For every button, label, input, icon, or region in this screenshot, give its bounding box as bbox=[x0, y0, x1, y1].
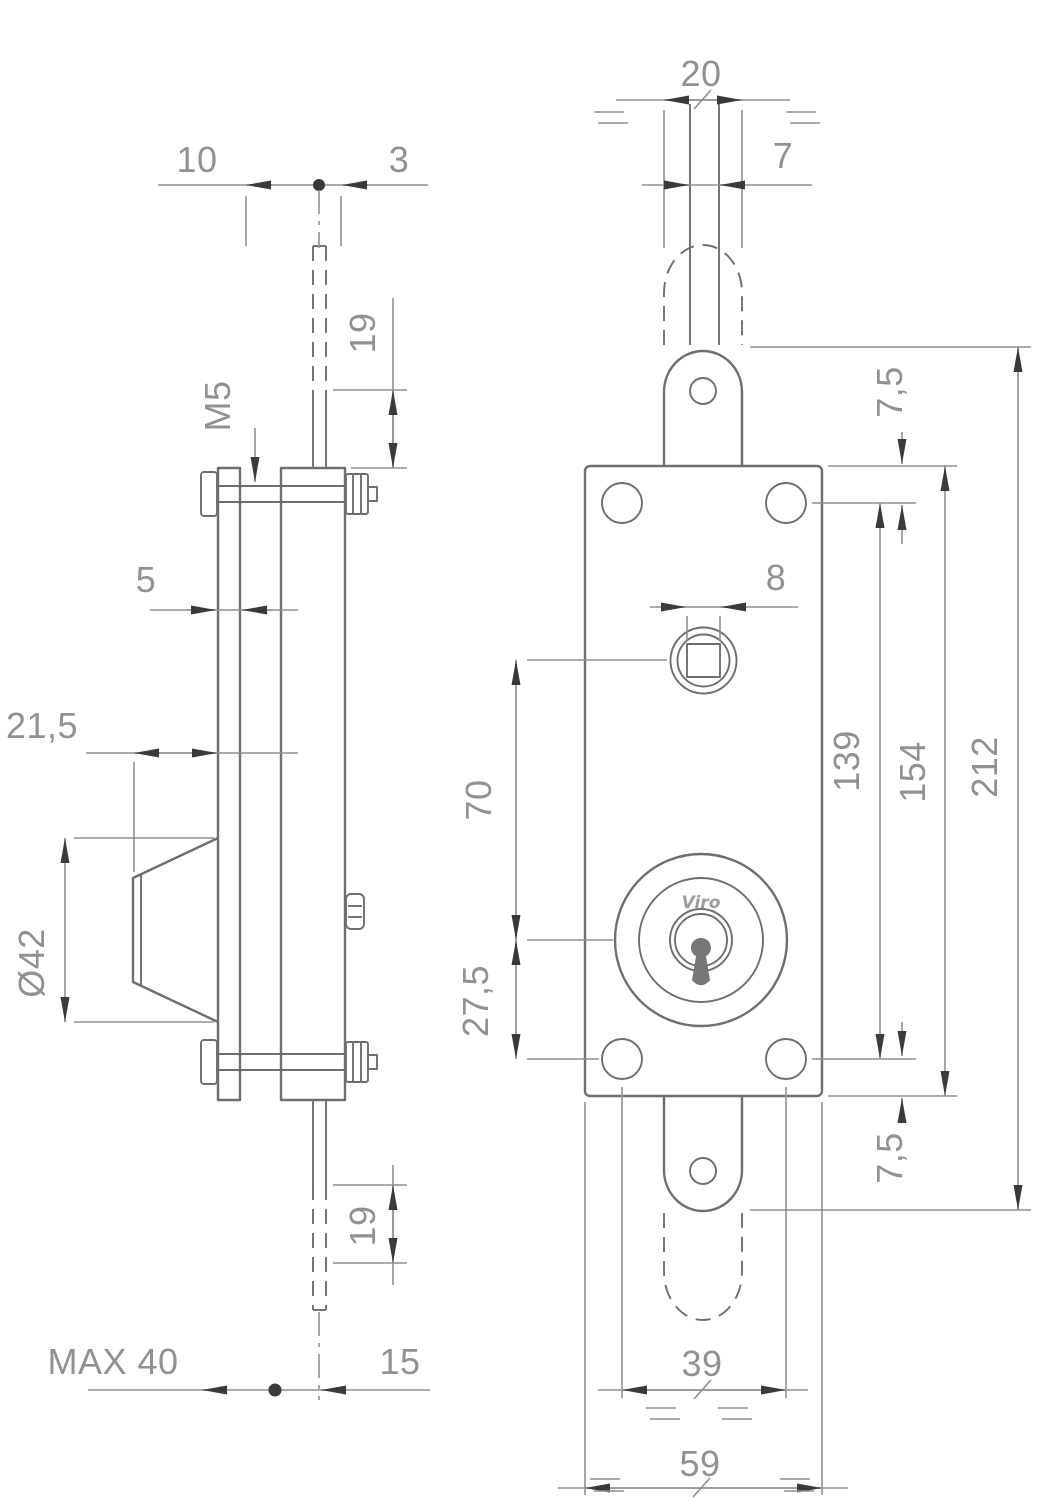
dim-door-max: MAX 40 bbox=[47, 1341, 430, 1397]
keyhole-icon bbox=[691, 938, 711, 986]
dim-label-59: 59 bbox=[679, 1443, 720, 1484]
extension-lines bbox=[750, 346, 1031, 1211]
dim-label-27-5: 27,5 bbox=[455, 965, 496, 1037]
dim-label-20: 20 bbox=[680, 53, 721, 94]
bottom-screw bbox=[200, 1039, 378, 1085]
dim-backset: 21,5 bbox=[6, 705, 298, 872]
dim-label-154: 154 bbox=[892, 741, 933, 803]
front-view: Viro 20 bbox=[455, 53, 1031, 1498]
middle-screw bbox=[345, 893, 365, 930]
top-tab-hole bbox=[689, 377, 717, 405]
dim-label-10: 10 bbox=[176, 139, 217, 180]
top-tab bbox=[662, 349, 744, 466]
screw-hole-bottom-right bbox=[765, 1038, 807, 1080]
dim-rod-travel-bottom: 19 bbox=[333, 1165, 407, 1285]
dim-label-max40: MAX 40 bbox=[47, 1341, 178, 1382]
dim-plate-thickness: 5 bbox=[136, 559, 298, 615]
top-screw bbox=[200, 471, 378, 517]
lock-body-side bbox=[279, 466, 347, 1102]
side-view: 10 3 19 M5 5 bbox=[6, 139, 430, 1400]
dim-label-m5: M5 bbox=[197, 380, 238, 431]
front-view-outline: Viro bbox=[583, 104, 824, 1321]
dim-spindle-square: 8 bbox=[650, 557, 798, 641]
dim-rod-offset: 10 bbox=[158, 139, 428, 248]
dim-label-70: 70 bbox=[458, 779, 499, 820]
dim-edge-offset: 15 bbox=[318, 1312, 420, 1400]
dim-cylinder-diameter: Ø42 bbox=[11, 837, 214, 1023]
dim-tab-width: 20 bbox=[594, 53, 820, 248]
dim-label-8: 8 bbox=[766, 557, 787, 598]
dim-rod-travel-top: 19 bbox=[333, 298, 407, 469]
dim-overall-height: 212 bbox=[964, 347, 1023, 1210]
dim-label-7-5-top: 7,5 bbox=[869, 366, 910, 418]
dim-label-212: 212 bbox=[964, 736, 1005, 798]
cylinder-side-profile bbox=[131, 836, 219, 1024]
dim-label-15: 15 bbox=[379, 1341, 420, 1382]
dim-label-19-bottom: 19 bbox=[342, 1205, 383, 1246]
dim-rod-width: 7 bbox=[642, 135, 812, 190]
dim-spindle-to-cylinder: 70 bbox=[458, 659, 667, 941]
top-tab-extended bbox=[663, 244, 743, 345]
screw-hole-bottom-left bbox=[601, 1038, 643, 1080]
dim-label-19-top: 19 bbox=[342, 312, 383, 353]
bottom-tab-extended bbox=[663, 1213, 743, 1321]
dim-body-height: 154 bbox=[892, 466, 950, 1096]
dim-label-7: 7 bbox=[773, 135, 794, 176]
lock-body-front bbox=[583, 464, 824, 1098]
dim-hole-offset-top: 7,5 bbox=[869, 366, 910, 544]
dim-label-21-5: 21,5 bbox=[6, 705, 78, 746]
face-plate bbox=[216, 466, 242, 1102]
dim-label-3: 3 bbox=[389, 139, 410, 180]
screw-hole-top-left bbox=[601, 482, 643, 524]
dim-label-5: 5 bbox=[136, 559, 157, 600]
dim-holes-span-width: 39 bbox=[598, 1087, 808, 1420]
dim-label-7-5-bottom: 7,5 bbox=[869, 1132, 910, 1184]
dim-label-39: 39 bbox=[681, 1343, 722, 1384]
screw-hole-top-right bbox=[765, 482, 807, 524]
bottom-tab bbox=[662, 1096, 744, 1213]
dim-hole-offset-bottom: 7,5 bbox=[869, 1022, 910, 1184]
key-cylinder: Viro bbox=[613, 852, 789, 1028]
spindle-hole bbox=[669, 626, 738, 695]
dim-cylinder-to-holes: 27,5 bbox=[455, 940, 599, 1060]
dim-body-width: 59 bbox=[558, 1102, 848, 1498]
dim-rod-side: 3 bbox=[342, 139, 410, 190]
dim-label-139: 139 bbox=[826, 730, 867, 792]
dim-screw-thread: M5 bbox=[197, 380, 260, 482]
brand-text: Viro bbox=[682, 893, 721, 913]
side-view-outline bbox=[131, 245, 378, 1311]
bottom-tab-hole bbox=[689, 1157, 717, 1185]
dim-holes-span-height: 139 bbox=[826, 503, 885, 1059]
dim-label-d42: Ø42 bbox=[11, 928, 52, 998]
